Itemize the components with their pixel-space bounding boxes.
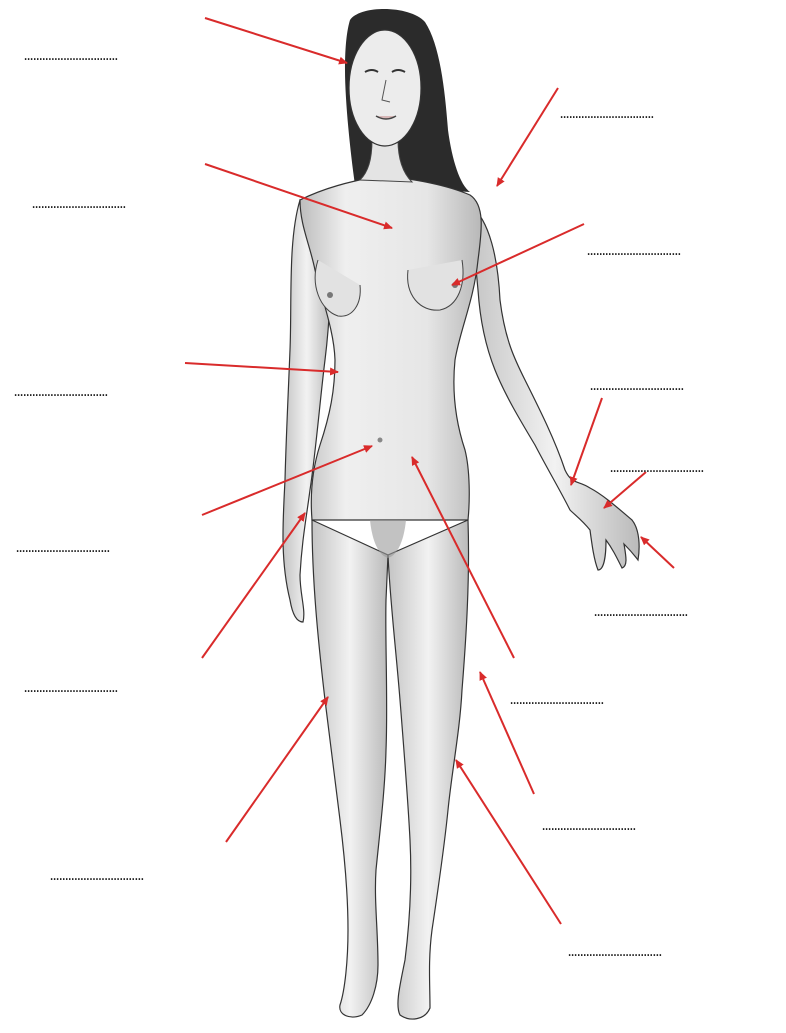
label-blank-thigh: ............................... — [540, 820, 634, 832]
right-leg — [388, 520, 469, 1019]
label-blank-knee: ............................... — [566, 946, 660, 958]
face — [349, 30, 421, 146]
label-blank-navel: ............................... — [14, 542, 108, 554]
label-blank-waist: ............................... — [12, 386, 106, 398]
label-blank-shoulder: ............................... — [558, 108, 652, 120]
label-blank-palm: ............................... — [608, 462, 702, 474]
label-blank-abdomen: ............................... — [508, 694, 602, 706]
label-blank-upper-leg: ............................... — [48, 870, 142, 882]
label-blank-forearm: ............................... — [22, 682, 116, 694]
label-blank-head: ............................... — [22, 50, 116, 62]
left-leg — [312, 520, 388, 1017]
label-blank-breast: ............................... — [585, 245, 679, 257]
label-blank-wrist: ............................... — [588, 380, 682, 392]
label-blank-chest: ............................... — [30, 198, 124, 210]
label-blank-fingers: ............................... — [592, 606, 686, 618]
